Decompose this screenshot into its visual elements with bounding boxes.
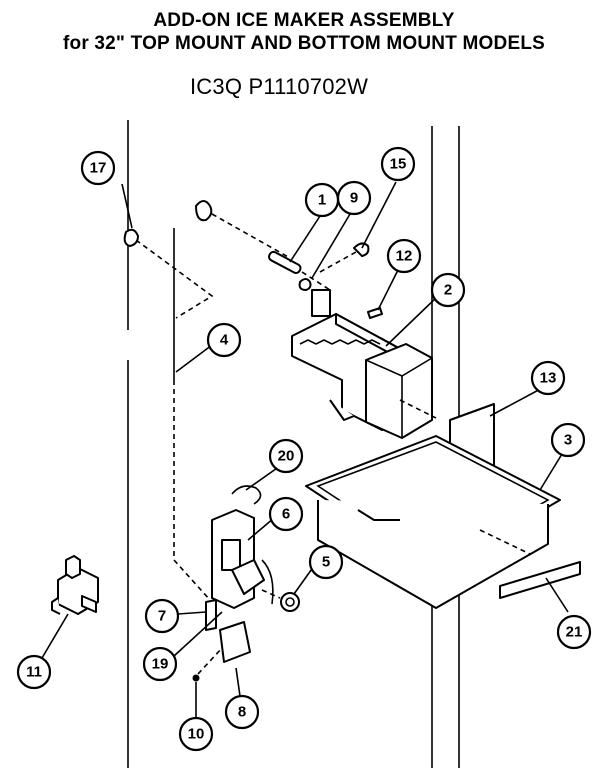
water-valve <box>51 555 99 615</box>
svg-text:9: 9 <box>350 190 358 207</box>
callout-17: 17 <box>80 150 116 186</box>
svg-text:13: 13 <box>540 370 557 387</box>
svg-text:12: 12 <box>396 248 413 265</box>
callout-4: 4 <box>206 322 242 358</box>
callout-21: 21 <box>556 614 592 650</box>
fill-tube-part <box>195 200 331 291</box>
ice-maker-body <box>291 313 437 439</box>
svg-text:1: 1 <box>318 192 326 209</box>
callout-3: 3 <box>550 422 586 458</box>
svg-text:3: 3 <box>564 432 572 449</box>
callout-6: 6 <box>268 496 304 532</box>
svg-text:7: 7 <box>158 608 166 625</box>
callout-2: 2 <box>430 272 466 308</box>
svg-text:2: 2 <box>444 282 452 299</box>
svg-text:5: 5 <box>322 554 330 571</box>
callout-1: 1 <box>304 182 340 218</box>
clip-part <box>123 228 139 247</box>
svg-text:19: 19 <box>152 656 169 673</box>
model-number: IC3Q P1110702W <box>190 74 369 99</box>
diagram-subtitle: for 32" TOP MOUNT AND BOTTOM MOUNT MODEL… <box>62 33 545 54</box>
callout-7: 7 <box>144 598 180 634</box>
svg-text:8: 8 <box>238 704 246 721</box>
callout-9: 9 <box>336 180 372 216</box>
svg-text:10: 10 <box>188 726 205 743</box>
callout-20: 20 <box>268 438 304 474</box>
callout-12: 12 <box>386 238 422 274</box>
strip-part <box>499 561 581 599</box>
callout-19: 19 <box>142 646 178 682</box>
callout-8: 8 <box>224 694 260 730</box>
svg-text:11: 11 <box>26 664 42 681</box>
callout-11: 11 <box>16 654 52 690</box>
callout-13: 13 <box>530 360 566 396</box>
svg-text:21: 21 <box>566 624 583 641</box>
callout-5: 5 <box>308 544 344 580</box>
svg-text:15: 15 <box>390 156 407 173</box>
diagram-title: ADD-ON ICE MAKER ASSEMBLY <box>153 10 455 31</box>
svg-text:6: 6 <box>282 506 290 523</box>
callout-10: 10 <box>178 716 214 752</box>
hardware-parts <box>298 242 383 319</box>
callout-15: 15 <box>380 146 416 182</box>
svg-text:4: 4 <box>220 332 229 349</box>
svg-text:17: 17 <box>90 160 107 177</box>
valve-bracket-cluster <box>192 485 300 682</box>
ice-bin <box>305 435 561 609</box>
harness-part <box>135 228 214 601</box>
svg-text:20: 20 <box>278 448 295 465</box>
